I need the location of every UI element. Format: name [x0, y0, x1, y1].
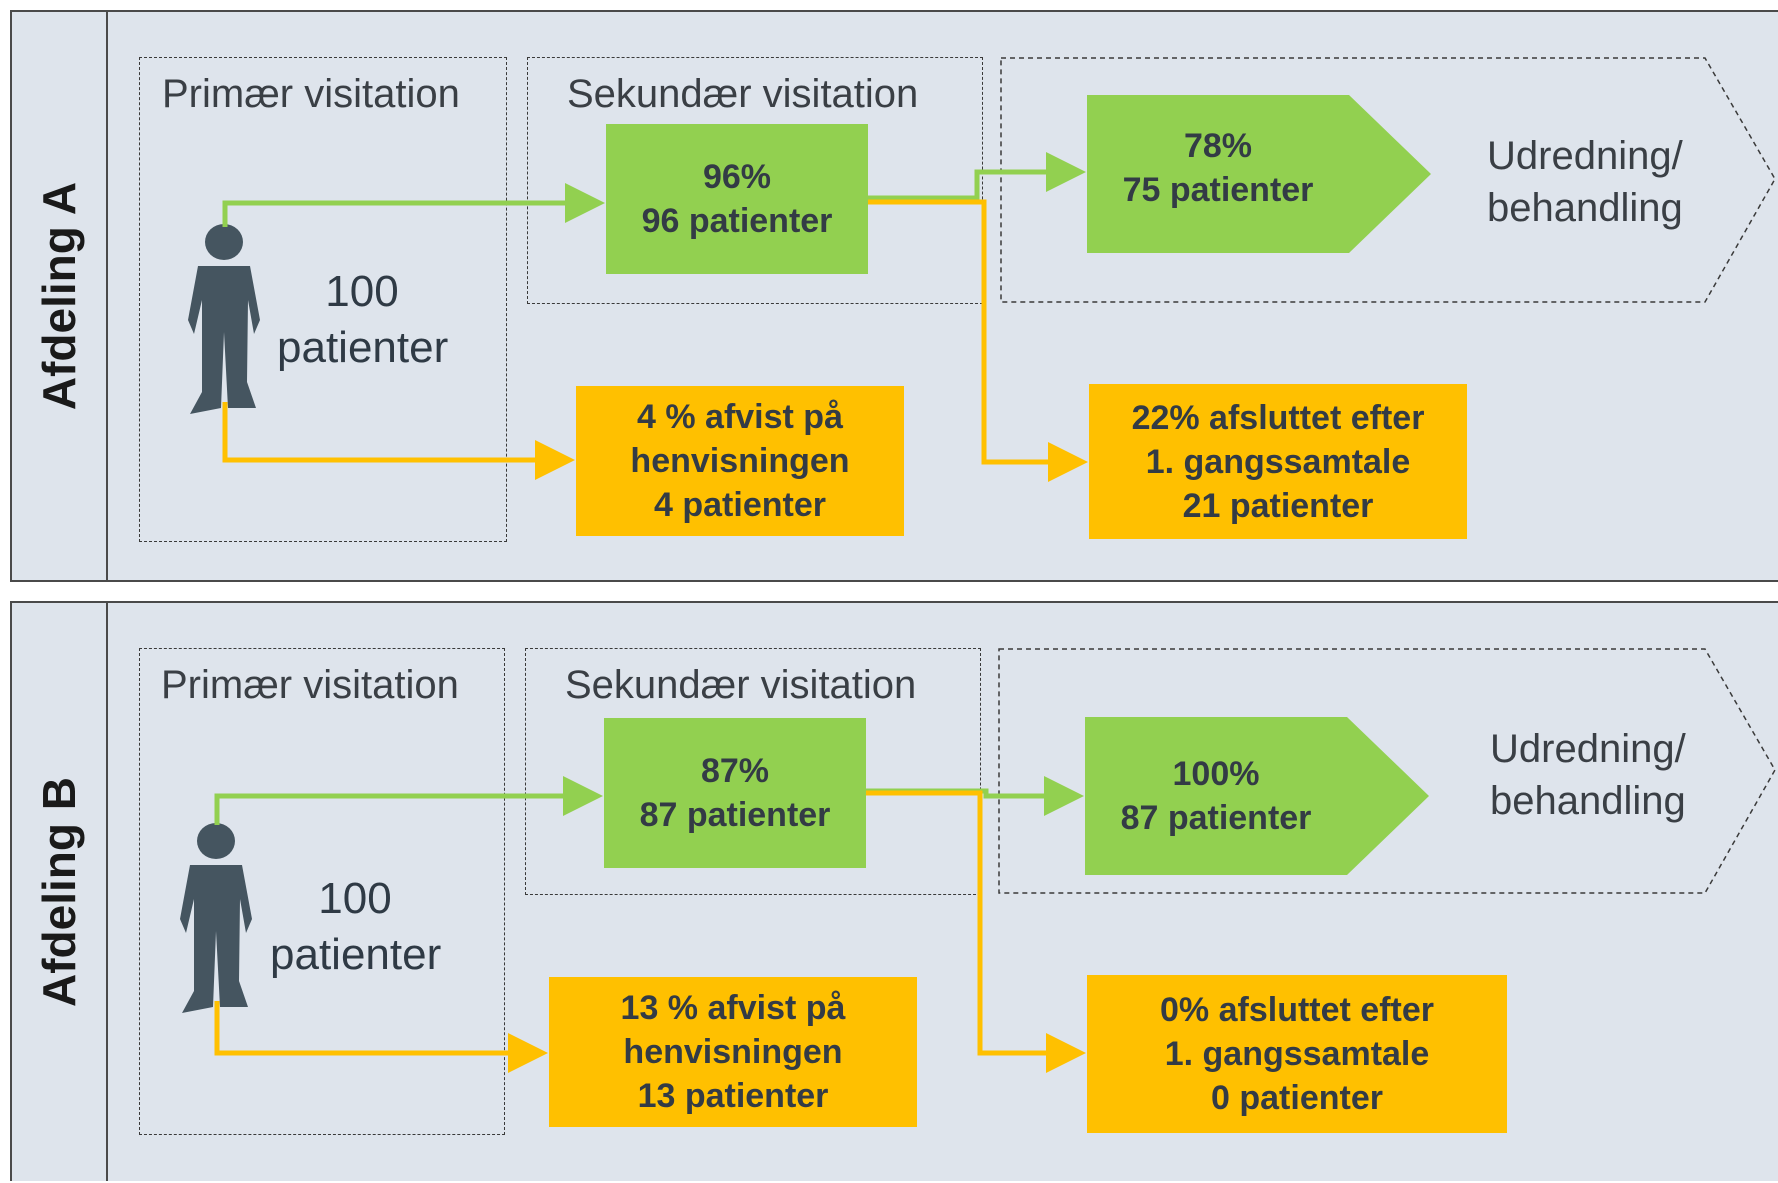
- ended-line1-b: 0% afsluttet efter: [1160, 991, 1434, 1029]
- primary-visitation-box-b: [139, 648, 505, 1135]
- primary-visitation-box-a: [139, 57, 507, 542]
- secondary-visitation-box-b: [525, 648, 981, 895]
- accepted-box-b: 87% 87 patienter: [604, 718, 866, 868]
- treatment-label-line1-a: Udredning/: [1487, 134, 1683, 178]
- side-label-a: Afdeling A: [33, 181, 85, 411]
- treated-pct-a: 78%: [1183, 127, 1253, 165]
- primary-visitation-label-b: Primær visitation: [161, 663, 459, 707]
- secondary-visitation-label-b: Sekundær visitation: [565, 663, 917, 707]
- rejected-line2-a: henvisningen: [630, 442, 850, 480]
- rejected-line3-a: 4 patienter: [654, 486, 826, 524]
- ended-line3-a: 21 patienter: [1182, 486, 1374, 525]
- treatment-label-b: Udredning/ behandling: [1490, 723, 1686, 827]
- ended-line2-a: 1. gangssamtale: [1145, 442, 1411, 481]
- patient-count-a: 100 patienter: [277, 264, 449, 376]
- patient-count-number-b: 100: [318, 874, 392, 923]
- treated-patients-b: 87 patienter: [1120, 799, 1312, 837]
- accepted-pct-b: 87%: [700, 752, 770, 790]
- rejected-line1-b: 13 % afvist på: [620, 989, 846, 1027]
- treated-box-a: 78% 75 patienter: [1087, 112, 1349, 224]
- rejected-line3-b: 13 patienter: [637, 1077, 829, 1115]
- rejected-box-b: 13 % afvist på henvisningen 13 patienter: [549, 977, 917, 1127]
- treatment-label-line2-a: behandling: [1487, 186, 1683, 230]
- secondary-visitation-label-a: Sekundær visitation: [567, 72, 919, 116]
- ended-line2-b: 1. gangssamtale: [1164, 1035, 1430, 1073]
- ended-box-b: 0% afsluttet efter 1. gangssamtale 0 pat…: [1087, 975, 1507, 1133]
- side-label-b: Afdeling B: [33, 777, 85, 1007]
- treated-arrow-shape-a: [1087, 95, 1431, 253]
- side-bar-b: Afdeling B: [12, 603, 108, 1181]
- ended-line3-b: 0 patienter: [1211, 1079, 1383, 1117]
- person-icon-a: [188, 224, 260, 414]
- patient-count-b: 100 patienter: [270, 871, 442, 983]
- treated-arrow-shape-b: [1085, 717, 1429, 875]
- side-bar-a: Afdeling A: [12, 12, 108, 580]
- person-icon-b: [180, 823, 252, 1013]
- patient-count-number-a: 100: [325, 267, 399, 316]
- rejected-line2-b: henvisningen: [623, 1033, 843, 1071]
- panel-afdeling-a: Afdeling A Primær visitation Sekundær vi…: [10, 10, 1778, 582]
- accepted-patients-b: 87 patienter: [639, 796, 831, 834]
- accepted-pct-a: 96%: [702, 158, 772, 196]
- rejected-line1-a: 4 % afvist på: [637, 398, 843, 436]
- patient-count-unit-a: patienter: [277, 323, 449, 372]
- treatment-label-a: Udredning/ behandling: [1487, 130, 1683, 234]
- treatment-dashed-chevron-b: [998, 648, 1776, 894]
- rejected-box-a: 4 % afvist på henvisningen 4 patienter: [576, 386, 904, 536]
- accepted-box-a: 96% 96 patienter: [606, 124, 868, 274]
- treatment-label-line1-b: Udredning/: [1490, 727, 1686, 771]
- primary-visitation-label-a: Primær visitation: [162, 72, 460, 116]
- treated-pct-b: 100%: [1172, 755, 1260, 793]
- panel-afdeling-b: Afdeling B Primær visitation Sekundær vi…: [10, 601, 1778, 1181]
- treatment-label-line2-b: behandling: [1490, 779, 1686, 823]
- accepted-patients-a: 96 patienter: [641, 202, 833, 240]
- ended-box-a: 22% afsluttet efter 1. gangssamtale 21 p…: [1089, 384, 1467, 539]
- treated-patients-a: 75 patienter: [1122, 171, 1314, 209]
- ended-line1-a: 22% afsluttet efter: [1131, 398, 1425, 437]
- treated-box-b: 100% 87 patienter: [1085, 740, 1347, 852]
- patient-count-unit-b: patienter: [270, 930, 442, 979]
